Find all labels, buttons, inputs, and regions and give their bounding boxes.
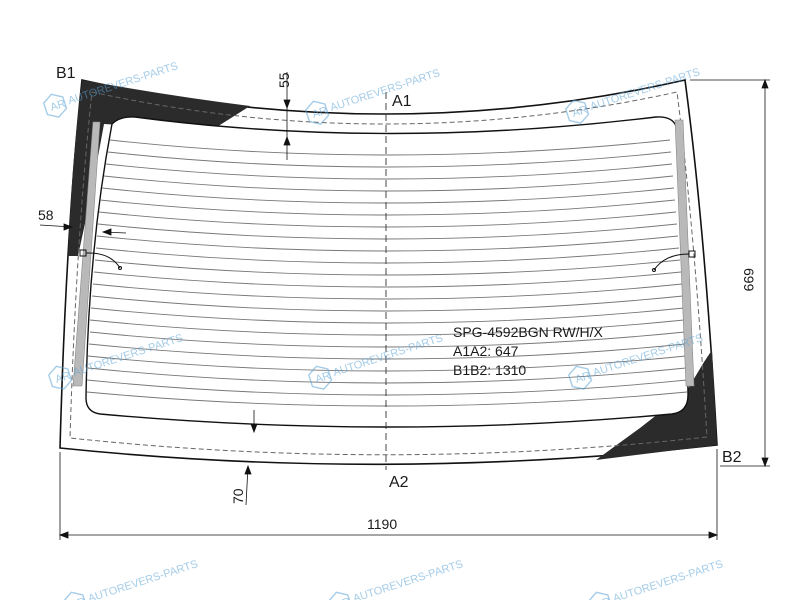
bottom-dimension-lines: [244, 410, 258, 506]
side-dimension-lines: [39, 223, 127, 236]
watermark-logo: AR: [334, 596, 352, 600]
part-code: SPG-4592BGN RW/H/X: [453, 324, 604, 340]
watermark-text: AUTOREVERS-PARTS: [329, 67, 442, 114]
heated-area-outline: [85, 116, 689, 428]
ceramic-corner-bottom-right: [596, 350, 717, 460]
watermark-text: AUTOREVERS-PARTS: [352, 558, 465, 600]
terminal-right: [652, 250, 696, 272]
label-b2: B2: [722, 449, 742, 466]
watermark-logo: AR: [69, 596, 87, 600]
top-dimension-lines: [283, 72, 291, 160]
watermark-logo: AR: [49, 98, 67, 114]
watermark-logo: AR: [314, 370, 332, 386]
label-a2: A2: [389, 474, 409, 491]
watermark-logo: AR: [574, 370, 592, 386]
watermark-logo: AR: [594, 596, 612, 600]
watermark-9: AR AUTOREVERS-PARTS: [587, 558, 725, 600]
watermark-logo: AR: [54, 370, 72, 386]
label-a1: A1: [392, 93, 412, 110]
watermark-text: AUTOREVERS-PARTS: [612, 558, 725, 600]
dimension-height-label: 699: [741, 268, 757, 292]
dimension-bottom-label: 70: [230, 488, 246, 504]
connector-strip-right: [674, 119, 695, 387]
dimension-width-label: 1190: [367, 516, 397, 532]
watermark-logo: AR: [311, 105, 329, 121]
watermark-7: AR AUTOREVERS-PARTS: [62, 558, 200, 600]
terminal-left: [79, 249, 122, 270]
watermark-text: AUTOREVERS-PARTS: [87, 558, 200, 600]
dimension-side-label: 58: [38, 207, 54, 223]
watermark-8: AR AUTOREVERS-PARTS: [327, 558, 465, 600]
b1b2-dimension: B1B2: 1310: [453, 362, 526, 378]
watermark-logo: AR: [571, 104, 589, 120]
height-dimension-lines: [690, 78, 770, 468]
dashed-border: [69, 91, 708, 456]
width-dimension-lines: [58, 449, 719, 540]
dimension-top-label: 55: [276, 72, 292, 88]
a1a2-dimension: A1A2: 647: [453, 343, 519, 359]
label-b1: B1: [56, 65, 76, 82]
